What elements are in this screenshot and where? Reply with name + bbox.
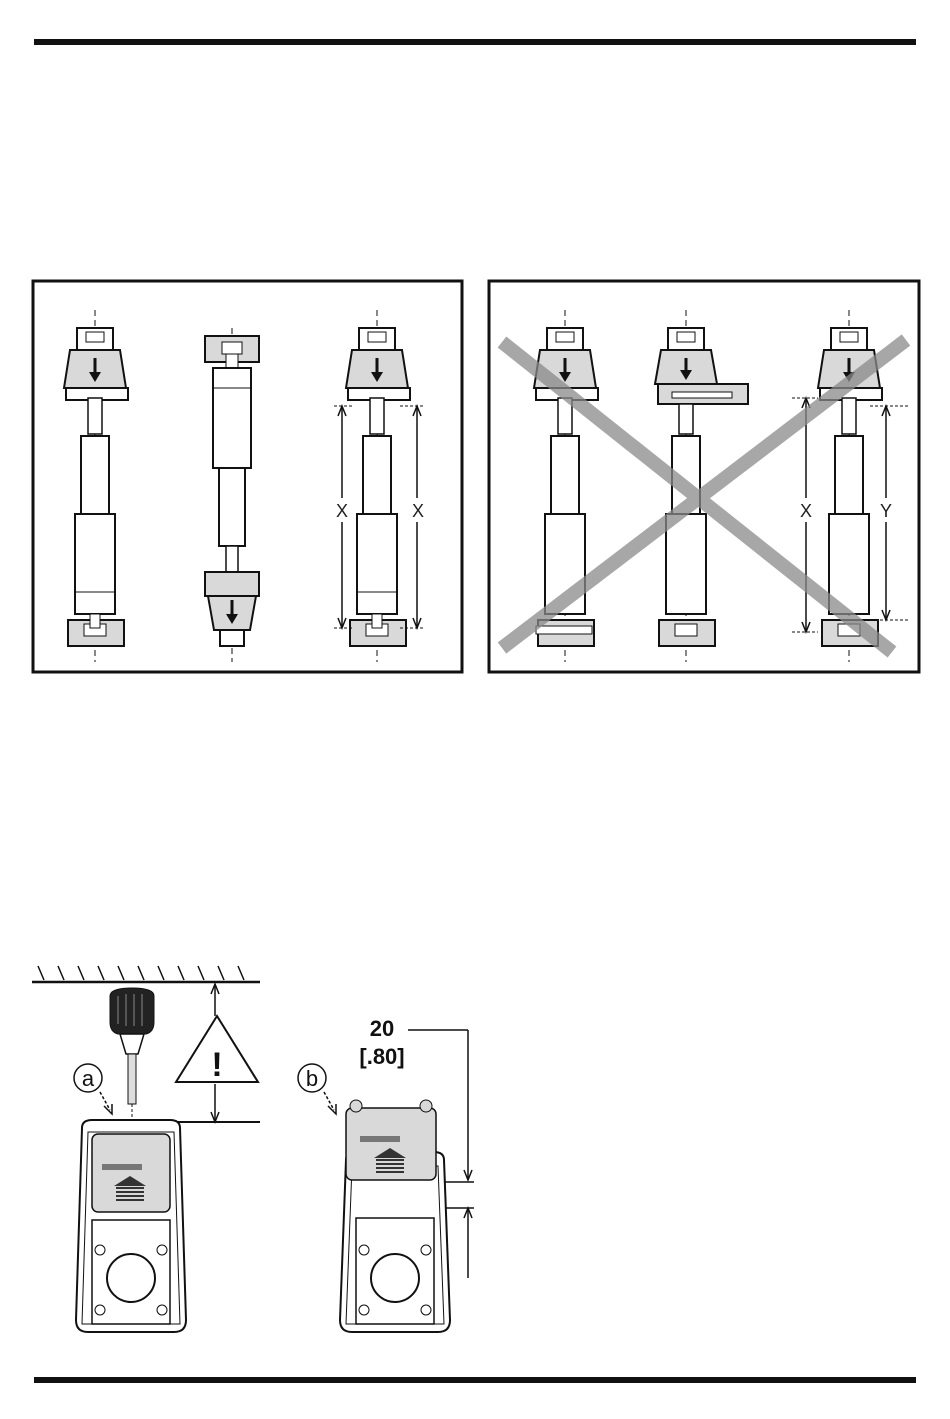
incorrect-installation-figure: X Y [488,280,920,676]
dimension-label-x-left: X [336,501,348,521]
dimension-label-y: Y [880,501,892,521]
ceiling-hatch [32,966,260,982]
callout-b-label: b [306,1066,318,1091]
device-a [76,1120,186,1332]
dimension-label-x: X [800,501,812,521]
dimension-label-x-right: X [412,501,424,521]
correct-installation-figure: X X [32,280,464,676]
bottom-rule [34,1377,916,1383]
top-rule [34,39,916,45]
dimension-in: [.80] [359,1044,404,1069]
callout-a-label: a [82,1066,95,1091]
device-b [340,1100,450,1332]
device-installation-figure: ! a b 20 [.80] [30,960,480,1344]
warning-symbol: ! [211,1046,222,1084]
dimension-mm: 20 [370,1016,394,1041]
screwdriver-icon [110,988,154,1120]
